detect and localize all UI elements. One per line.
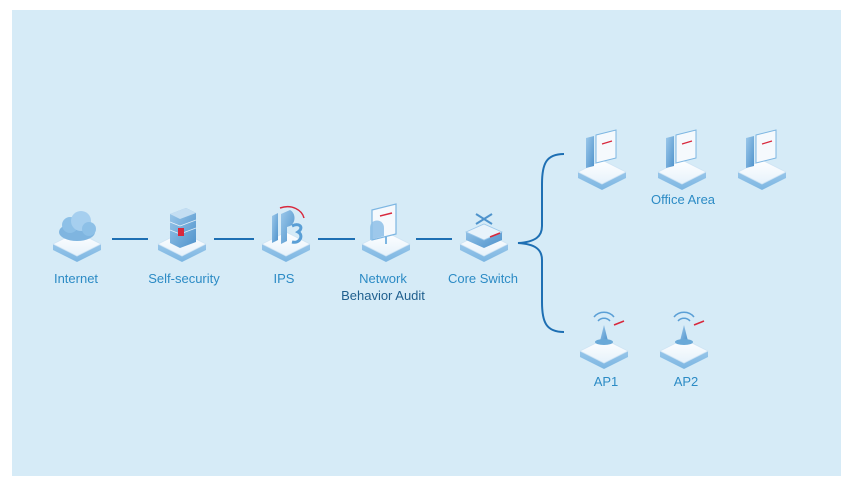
office-pc-2[interactable] [657,129,707,191]
core-node[interactable] [459,213,509,263]
nba-label-line1: Network [359,271,407,286]
cloud-icon [59,211,96,241]
office-pc-3[interactable] [737,129,787,191]
internet-label: Internet [53,271,99,286]
ips-label: IPS [273,271,295,286]
core-switch-label: Core Switch [447,271,519,286]
office-area-label: Office Area [650,192,716,207]
ap2-node[interactable] [659,311,709,370]
switch-icon [465,213,503,248]
ips-node[interactable] [261,206,311,263]
nba-node[interactable] [361,203,411,263]
office-pc-1[interactable] [577,129,627,191]
office-pc-icon [586,129,617,168]
ips-icon [272,206,305,244]
selfsec-node[interactable] [157,208,207,263]
brace-connector [517,153,565,333]
ap1-node[interactable] [579,311,629,370]
audit-monitor-icon [370,203,397,244]
internet-node[interactable] [52,211,102,263]
office-pc-icon [746,129,777,168]
selfsec-label: Self-security [148,271,220,286]
nba-label-line2: Behavior Audit [341,288,425,303]
connectors [112,153,565,333]
firewall-icon [169,208,197,248]
access-point-icon [673,311,705,345]
network-topology [52,129,787,370]
ap1-label: AP1 [593,374,619,389]
access-point-icon [593,311,625,345]
office-pc-icon [666,129,697,168]
diagram-canvas: Internet Self-security IPS Network Behav… [12,10,841,476]
ap2-label: AP2 [673,374,699,389]
